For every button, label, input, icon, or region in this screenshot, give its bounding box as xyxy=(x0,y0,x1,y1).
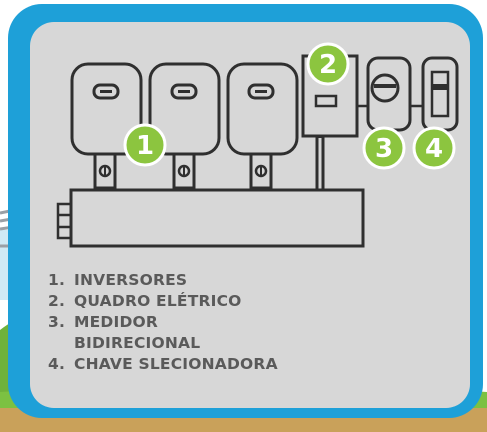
inverter xyxy=(148,62,221,190)
badge-1: 1 xyxy=(123,123,167,167)
badge-2: 2 xyxy=(306,42,350,86)
legend-number: 1. xyxy=(48,271,66,289)
badge-2-label: 2 xyxy=(319,50,337,80)
legend-text: MEDIDOR BIDIRECIONAL xyxy=(74,313,201,352)
badge-4: 4 xyxy=(412,126,456,170)
legend-text: CHAVE SLECIONADORA xyxy=(74,355,278,373)
badge-3-label: 3 xyxy=(375,134,393,164)
legend: 1. INVERSORES 2. QUADRO ELÉTRICO 3. MEDI… xyxy=(48,270,408,375)
legend-number: 4. xyxy=(48,355,66,373)
panel-breaker-icon xyxy=(314,94,338,108)
legend-item-inversores: 1. INVERSORES xyxy=(48,270,408,291)
inverter xyxy=(70,62,143,190)
disconnect-switch xyxy=(421,56,459,132)
legend-text: QUADRO ELÉTRICO xyxy=(74,292,242,310)
badge-4-label: 4 xyxy=(425,134,443,164)
legend-number: 3. xyxy=(48,313,66,331)
inverter-handle-icon xyxy=(247,83,275,100)
legend-item-quadro-eletrico: 2. QUADRO ELÉTRICO xyxy=(48,291,408,312)
legend-number: 2. xyxy=(48,292,66,310)
legend-text: INVERSORES xyxy=(74,271,188,289)
busbar xyxy=(56,188,365,248)
inverter-handle-icon xyxy=(92,83,120,100)
legend-item-medidor-bidirecional: 3. MEDIDOR BIDIRECIONAL xyxy=(48,312,408,354)
legend-item-chave-slecionadora: 4. CHAVE SLECIONADORA xyxy=(48,354,408,375)
bidirectional-meter xyxy=(366,56,412,132)
switch-lever-icon xyxy=(430,70,450,118)
inverter xyxy=(226,62,299,190)
inverter-handle-icon xyxy=(170,83,198,100)
badge-3: 3 xyxy=(362,126,406,170)
meter-dial-icon xyxy=(370,73,400,103)
badge-1-label: 1 xyxy=(136,131,154,161)
